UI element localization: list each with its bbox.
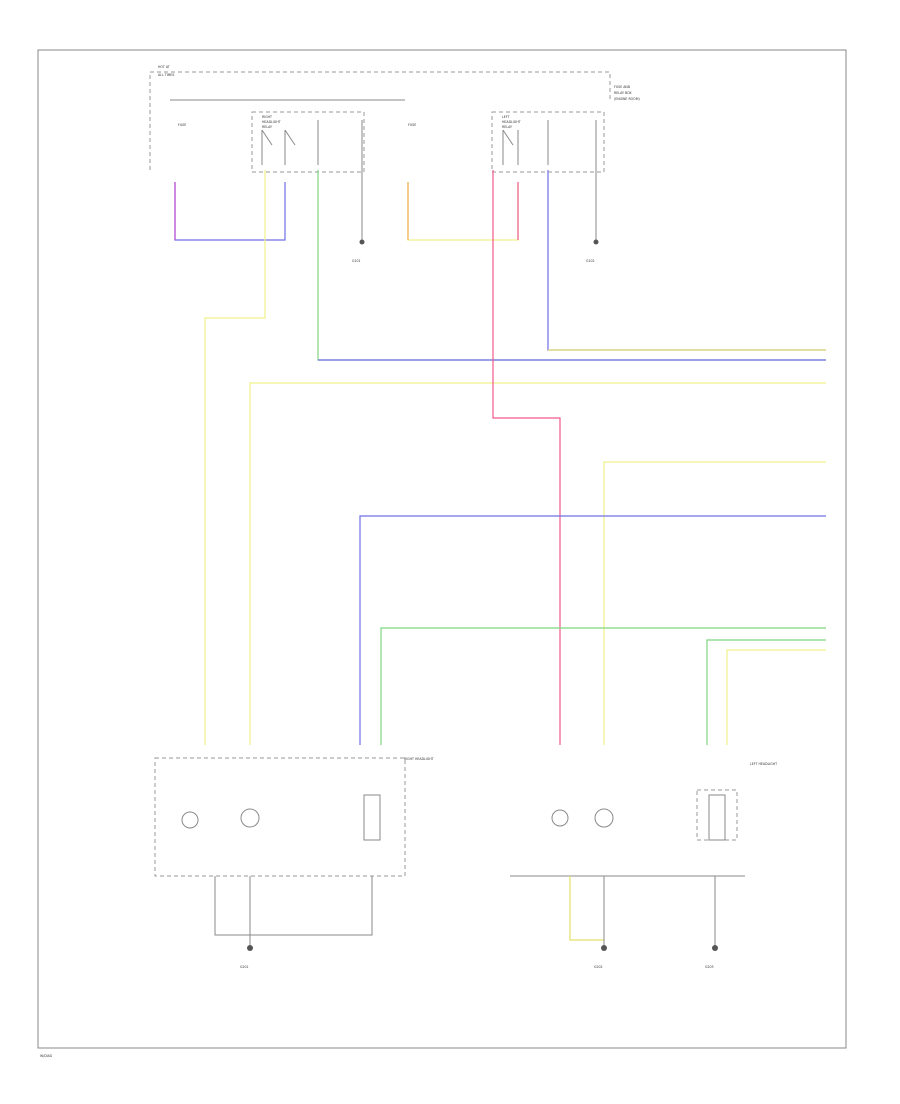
ground-icon (247, 945, 253, 951)
relay-switch (502, 129, 514, 146)
ground-icon (601, 945, 607, 951)
power-feed-line (149, 71, 611, 170)
right-switch-label-3: RELAY (262, 125, 272, 129)
relay-switch (261, 129, 273, 146)
footer-label: W/DIAG (40, 1054, 53, 1058)
ground-icon (593, 239, 599, 245)
diagram-frame (37, 49, 847, 1049)
headlight-lamp (708, 794, 726, 841)
right-headlight-label: RIGHT HEADLIGHT (404, 757, 434, 761)
ground-bottom-label-3: G203 (705, 965, 714, 969)
ground-bottom-label-1: G201 (240, 965, 249, 969)
bulb-icon (594, 808, 614, 828)
wire-green-long (380, 627, 826, 745)
ground-wire-yellow (569, 876, 604, 941)
bulb-icon (551, 809, 569, 827)
ground-wire (214, 876, 251, 945)
right-switch-label-2: HEADLIGHT (262, 120, 281, 124)
bulb-icon (240, 808, 260, 828)
relay-switch (284, 129, 296, 146)
wire-green-left-hl (706, 639, 826, 745)
fuse-label-a: FUSE (178, 123, 186, 127)
right-relay-box (251, 111, 365, 173)
right-headlight-box (154, 757, 406, 877)
ground-top-label-2: G102 (586, 259, 595, 263)
power-label-a: HOT AT (158, 65, 170, 69)
left-switch-label-3: RELAY (502, 125, 512, 129)
note-label-3: (ENGINE ROOM) (614, 97, 640, 101)
wire-yellow-3 (603, 461, 826, 745)
fuse-label-b: FUSE (408, 123, 416, 127)
wire-blue-long (359, 515, 826, 745)
ground-wire (250, 876, 373, 936)
left-switch-label-2: HEADLIGHT (502, 120, 521, 124)
ground-bottom-label-2: G202 (594, 965, 603, 969)
wire-yellow-fuse (407, 182, 519, 241)
note-label-2: RELAY BOX (614, 91, 632, 95)
ground-top-label-1: G101 (352, 259, 361, 263)
wire-green-top (317, 170, 826, 361)
left-switch-label-1: LEFT (502, 115, 510, 119)
right-switch-label-1: RIGHT (262, 115, 272, 119)
wire-yellow-left-hl (726, 649, 826, 745)
wire-yellow-1 (204, 170, 266, 745)
wire-yellow-2 (249, 382, 826, 745)
ground-icon (359, 239, 365, 245)
headlight-lamp (363, 794, 381, 841)
wire-blue-fuse (174, 182, 286, 241)
left-headlight-label: LEFT HEADLIGHT (750, 762, 777, 766)
wire-pink-long (492, 170, 561, 745)
left-headlight-lamp-box (696, 789, 738, 841)
note-label-1: FUSE AND (614, 85, 631, 89)
bulb-icon (181, 811, 199, 829)
ground-icon (712, 945, 718, 951)
power-label-b: ALL TIMES (158, 73, 174, 77)
